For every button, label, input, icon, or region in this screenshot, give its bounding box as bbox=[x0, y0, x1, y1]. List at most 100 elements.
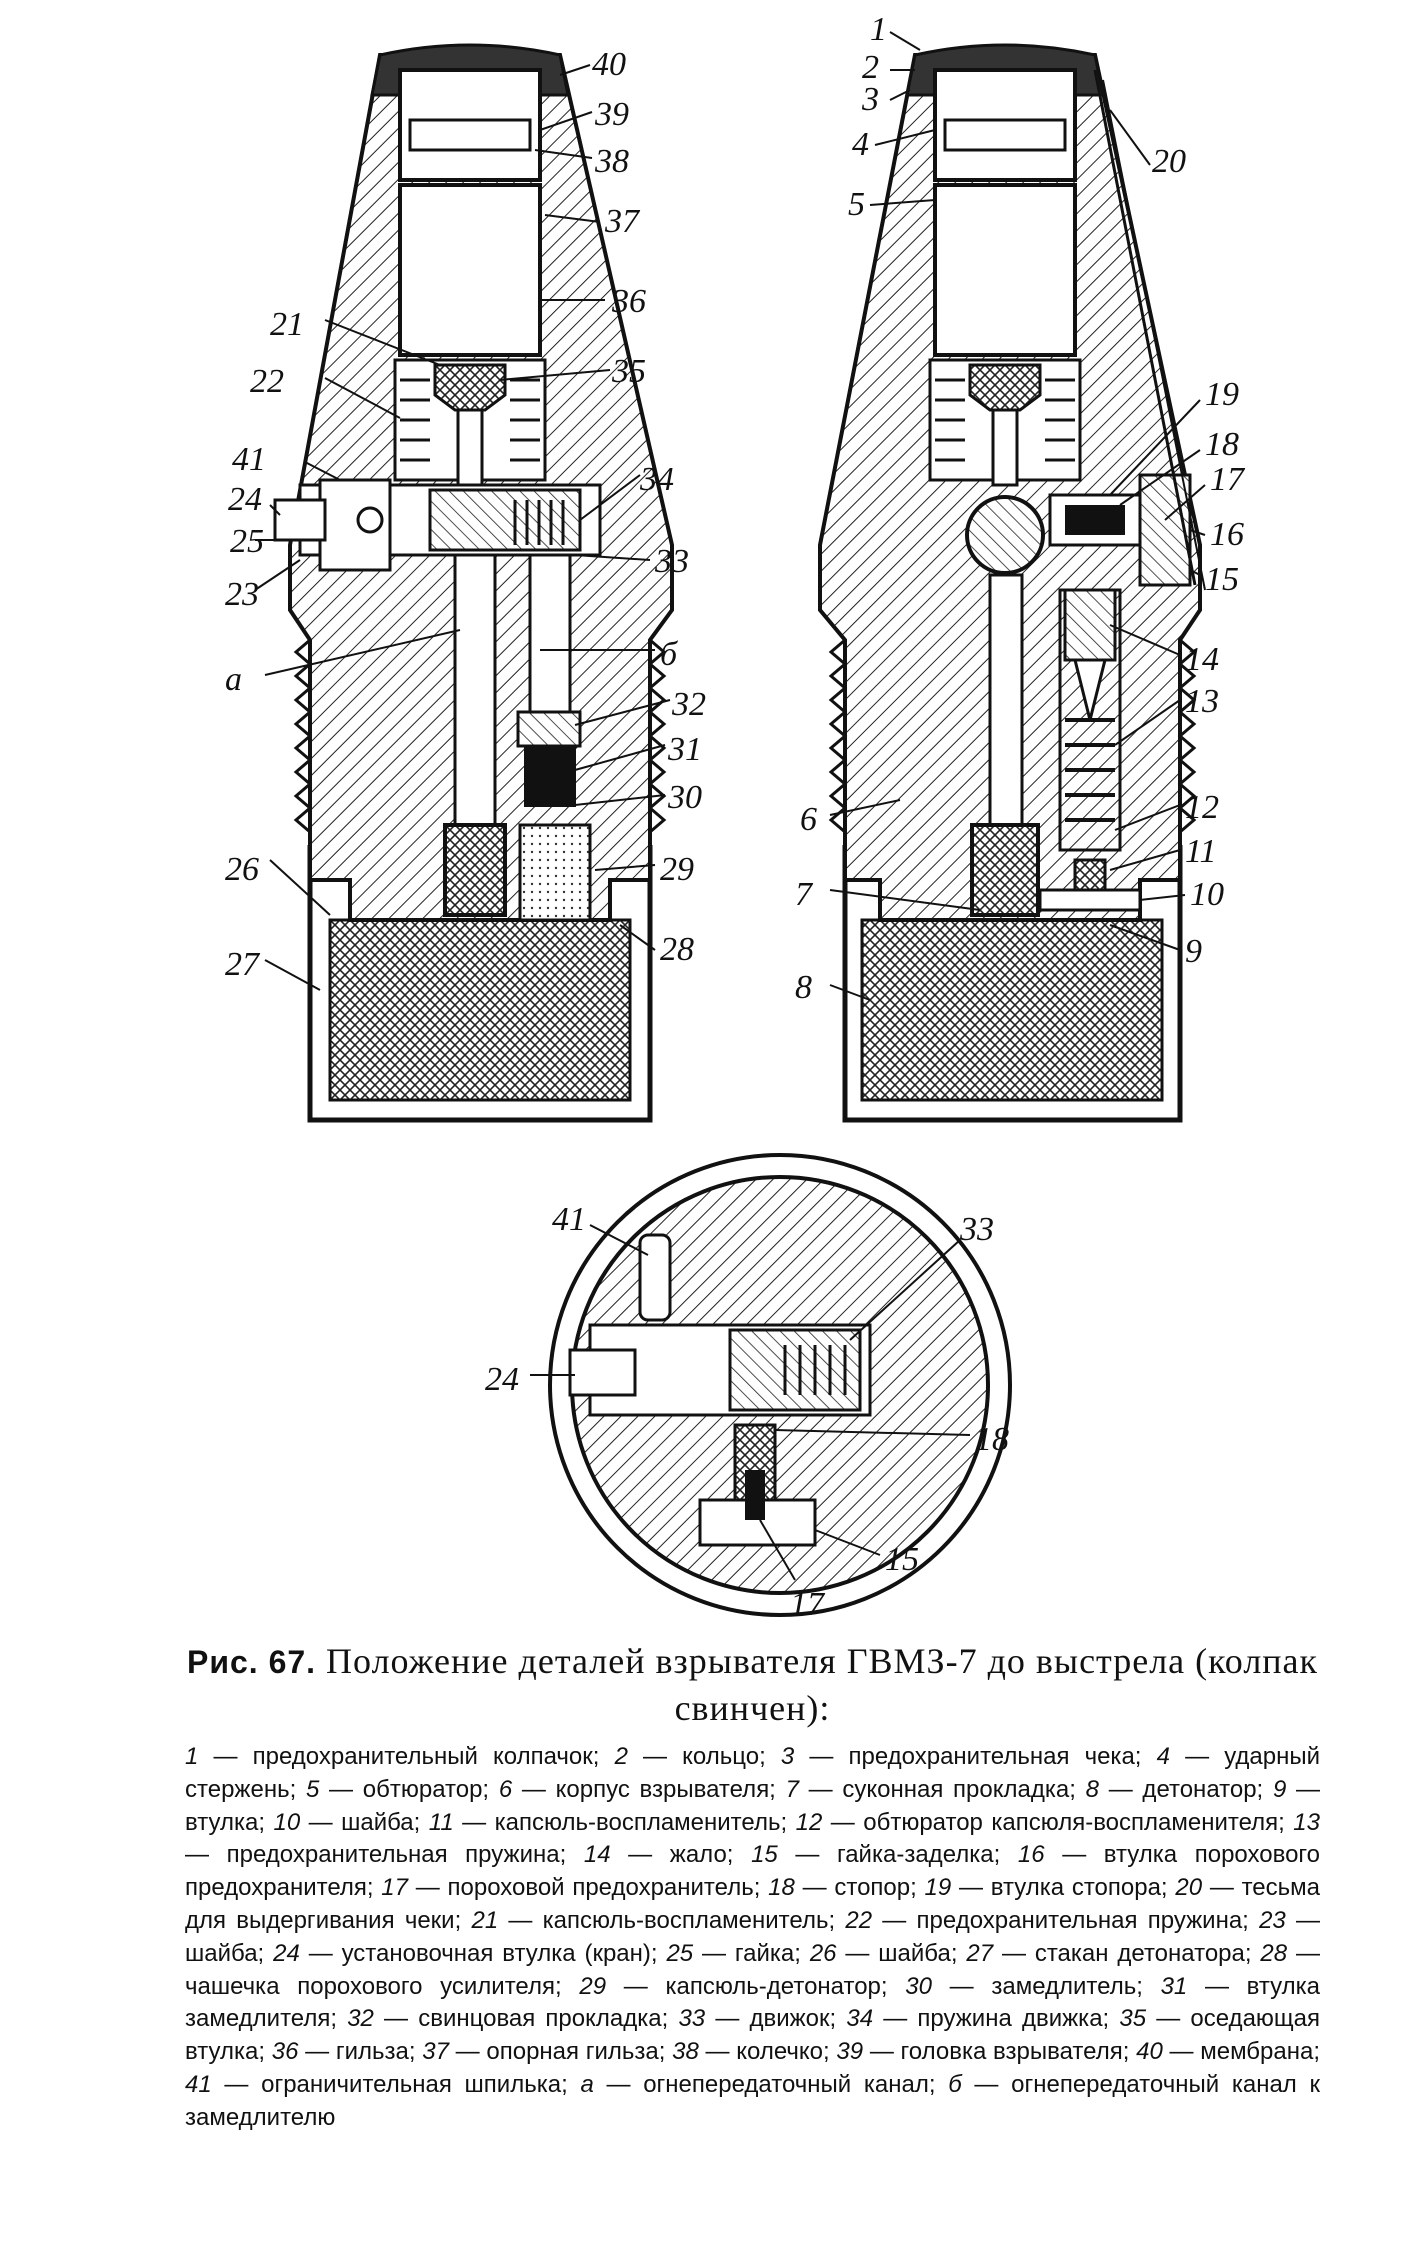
legend-number: 10 bbox=[273, 1808, 301, 1836]
bottom-label-24: 24 bbox=[485, 1361, 519, 1398]
delay-element bbox=[524, 745, 576, 807]
legend-number: 8 bbox=[1085, 1775, 1099, 1803]
left-threads-left bbox=[293, 638, 313, 834]
legend-number: 12 bbox=[795, 1808, 823, 1836]
legend-number: 21 bbox=[471, 1906, 499, 1934]
igniter-cup-left bbox=[443, 823, 507, 917]
left-section-drawing bbox=[273, 43, 674, 1123]
legend-number: 2 bbox=[614, 1743, 628, 1770]
legend-text: — корпус взрывателя; bbox=[512, 1775, 786, 1803]
legend-text: — свинцовая прокладка; bbox=[373, 2005, 679, 2033]
legend-number: 1 bbox=[185, 1743, 199, 1770]
legend-text: — детонатор; bbox=[1099, 1775, 1273, 1803]
legend-number: 37 bbox=[422, 2038, 449, 2066]
figure-caption: Рис. 67. Положение деталей взрывателя ГВ… bbox=[185, 1638, 1320, 2135]
legend-text: — чашечка порохового усилителя; bbox=[185, 1939, 1321, 2000]
legend-text: — тесьма для выдергивания чеки; bbox=[185, 1874, 1320, 1934]
legend-number: 25 bbox=[666, 1939, 694, 1967]
bottom-label-41: 41 bbox=[552, 1201, 586, 1238]
legend-list: 1 — предохранительный колпачок; 2 — коль… bbox=[185, 1741, 1320, 2135]
legend-number: б bbox=[948, 2070, 962, 2098]
setting-sleeve-head bbox=[273, 498, 327, 542]
left-label-31: 31 bbox=[667, 731, 702, 768]
legend-number: 4 bbox=[1156, 1743, 1170, 1770]
caption-title-text: Положение деталей взрывателя ГВМЗ-7 до в… bbox=[326, 1641, 1319, 1728]
right-label-18: 18 bbox=[1205, 426, 1239, 463]
legend-text: — предохранительная пружина; bbox=[872, 1906, 1260, 1934]
legend-number: 5 bbox=[305, 1775, 320, 1803]
right-label-20: 20 bbox=[1152, 143, 1186, 180]
legend-text: — оседающая втулка; bbox=[185, 2005, 1321, 2066]
right-label-5: 5 bbox=[848, 186, 865, 223]
sting-holder bbox=[1063, 588, 1117, 662]
left-label-29: 29 bbox=[660, 851, 694, 888]
legend-text: — стопор; bbox=[794, 1874, 925, 1902]
left-label-37: 37 bbox=[604, 203, 641, 240]
legend-text: — жало; bbox=[610, 1841, 752, 1869]
left-label-36: 36 bbox=[611, 283, 646, 320]
channel-a bbox=[453, 553, 497, 827]
right-section-drawing bbox=[818, 43, 1206, 1123]
cross-section-drawing bbox=[548, 1153, 1012, 1617]
left-label-35: 35 bbox=[611, 353, 646, 390]
stopper bbox=[1065, 505, 1125, 535]
legend-text: — кольцо; bbox=[627, 1743, 781, 1770]
sting bbox=[1073, 658, 1107, 721]
left-label-34: 34 bbox=[639, 461, 674, 498]
legend-number: 28 bbox=[1260, 1939, 1288, 1967]
detonator-cup-outline-right bbox=[842, 845, 1183, 1123]
right-label-3: 3 bbox=[861, 81, 879, 118]
legend-text: — капсюль-воспламенитель; bbox=[453, 1808, 796, 1836]
legend-text: — ударный стержень; bbox=[185, 1743, 1321, 1803]
legend-number: 22 bbox=[845, 1906, 873, 1934]
slider-section bbox=[728, 1328, 862, 1412]
legend-number: 19 bbox=[924, 1874, 952, 1902]
legend-number: 40 bbox=[1136, 2038, 1163, 2066]
right-label-7: 7 bbox=[795, 876, 814, 913]
firing-stem-right bbox=[991, 408, 1019, 487]
caption-title: Рис. 67. Положение деталей взрывателя ГВ… bbox=[185, 1638, 1320, 1731]
detonator-charge-right bbox=[860, 918, 1164, 1102]
right-label-13: 13 bbox=[1185, 683, 1219, 720]
legend-text: — колечко; bbox=[698, 2038, 837, 2066]
right-label-11: 11 bbox=[1185, 833, 1216, 870]
right-label-1: 1 bbox=[870, 11, 887, 48]
lead-pad bbox=[516, 710, 582, 748]
legend-text: — замедлитель; bbox=[931, 1972, 1161, 2000]
left-label-24: 24 bbox=[228, 481, 262, 518]
settling-sleeve-right bbox=[968, 363, 1042, 412]
powder-fuse-section bbox=[745, 1470, 765, 1520]
left-label-41: 41 bbox=[232, 441, 266, 478]
detonator-charge bbox=[328, 918, 632, 1102]
left-label-21: 21 bbox=[270, 306, 304, 343]
legend-text: — опорная гильза; bbox=[448, 2038, 673, 2066]
right-label-16: 16 bbox=[1210, 516, 1244, 553]
igniter-cap-11 bbox=[1073, 858, 1107, 892]
legend-number: 34 bbox=[846, 2005, 874, 2033]
legend-number: 27 bbox=[966, 1939, 994, 1967]
legend-text: — огнепередаточный канал; bbox=[593, 2070, 949, 2098]
right-label-2: 2 bbox=[862, 49, 879, 86]
legend-text: — шайба; bbox=[836, 1939, 967, 1967]
right-label-19: 19 bbox=[1205, 376, 1239, 413]
washer-10 bbox=[1038, 888, 1142, 912]
legend-text: — мембрана; bbox=[1162, 2038, 1321, 2066]
left-label-22: 22 bbox=[250, 363, 284, 400]
legend-number: 30 bbox=[905, 1972, 932, 2000]
legend-text: — огнепередаточный канал к замедлителю bbox=[185, 2070, 1320, 2131]
legend-text: — движок; bbox=[705, 2005, 847, 2033]
cap-detonator-left bbox=[518, 823, 592, 922]
left-label-30: 30 bbox=[667, 779, 702, 816]
slider bbox=[428, 488, 582, 552]
left-label-text: 4039383736213522412434253323аб3231302926… bbox=[225, 46, 706, 983]
setting-ball bbox=[356, 506, 384, 534]
legend-text: — шайба; bbox=[300, 1808, 429, 1836]
detonator-cup-outline bbox=[307, 845, 653, 1123]
legend-number: 38 bbox=[672, 2038, 699, 2066]
figure-number: Рис. 67. bbox=[186, 1644, 317, 1680]
legend-number: 11 bbox=[428, 1808, 454, 1836]
legend-text: — предохранительная чека; bbox=[794, 1743, 1157, 1770]
pull-cord-2 bbox=[1102, 79, 1206, 591]
bottom-label-18: 18 bbox=[975, 1421, 1009, 1458]
